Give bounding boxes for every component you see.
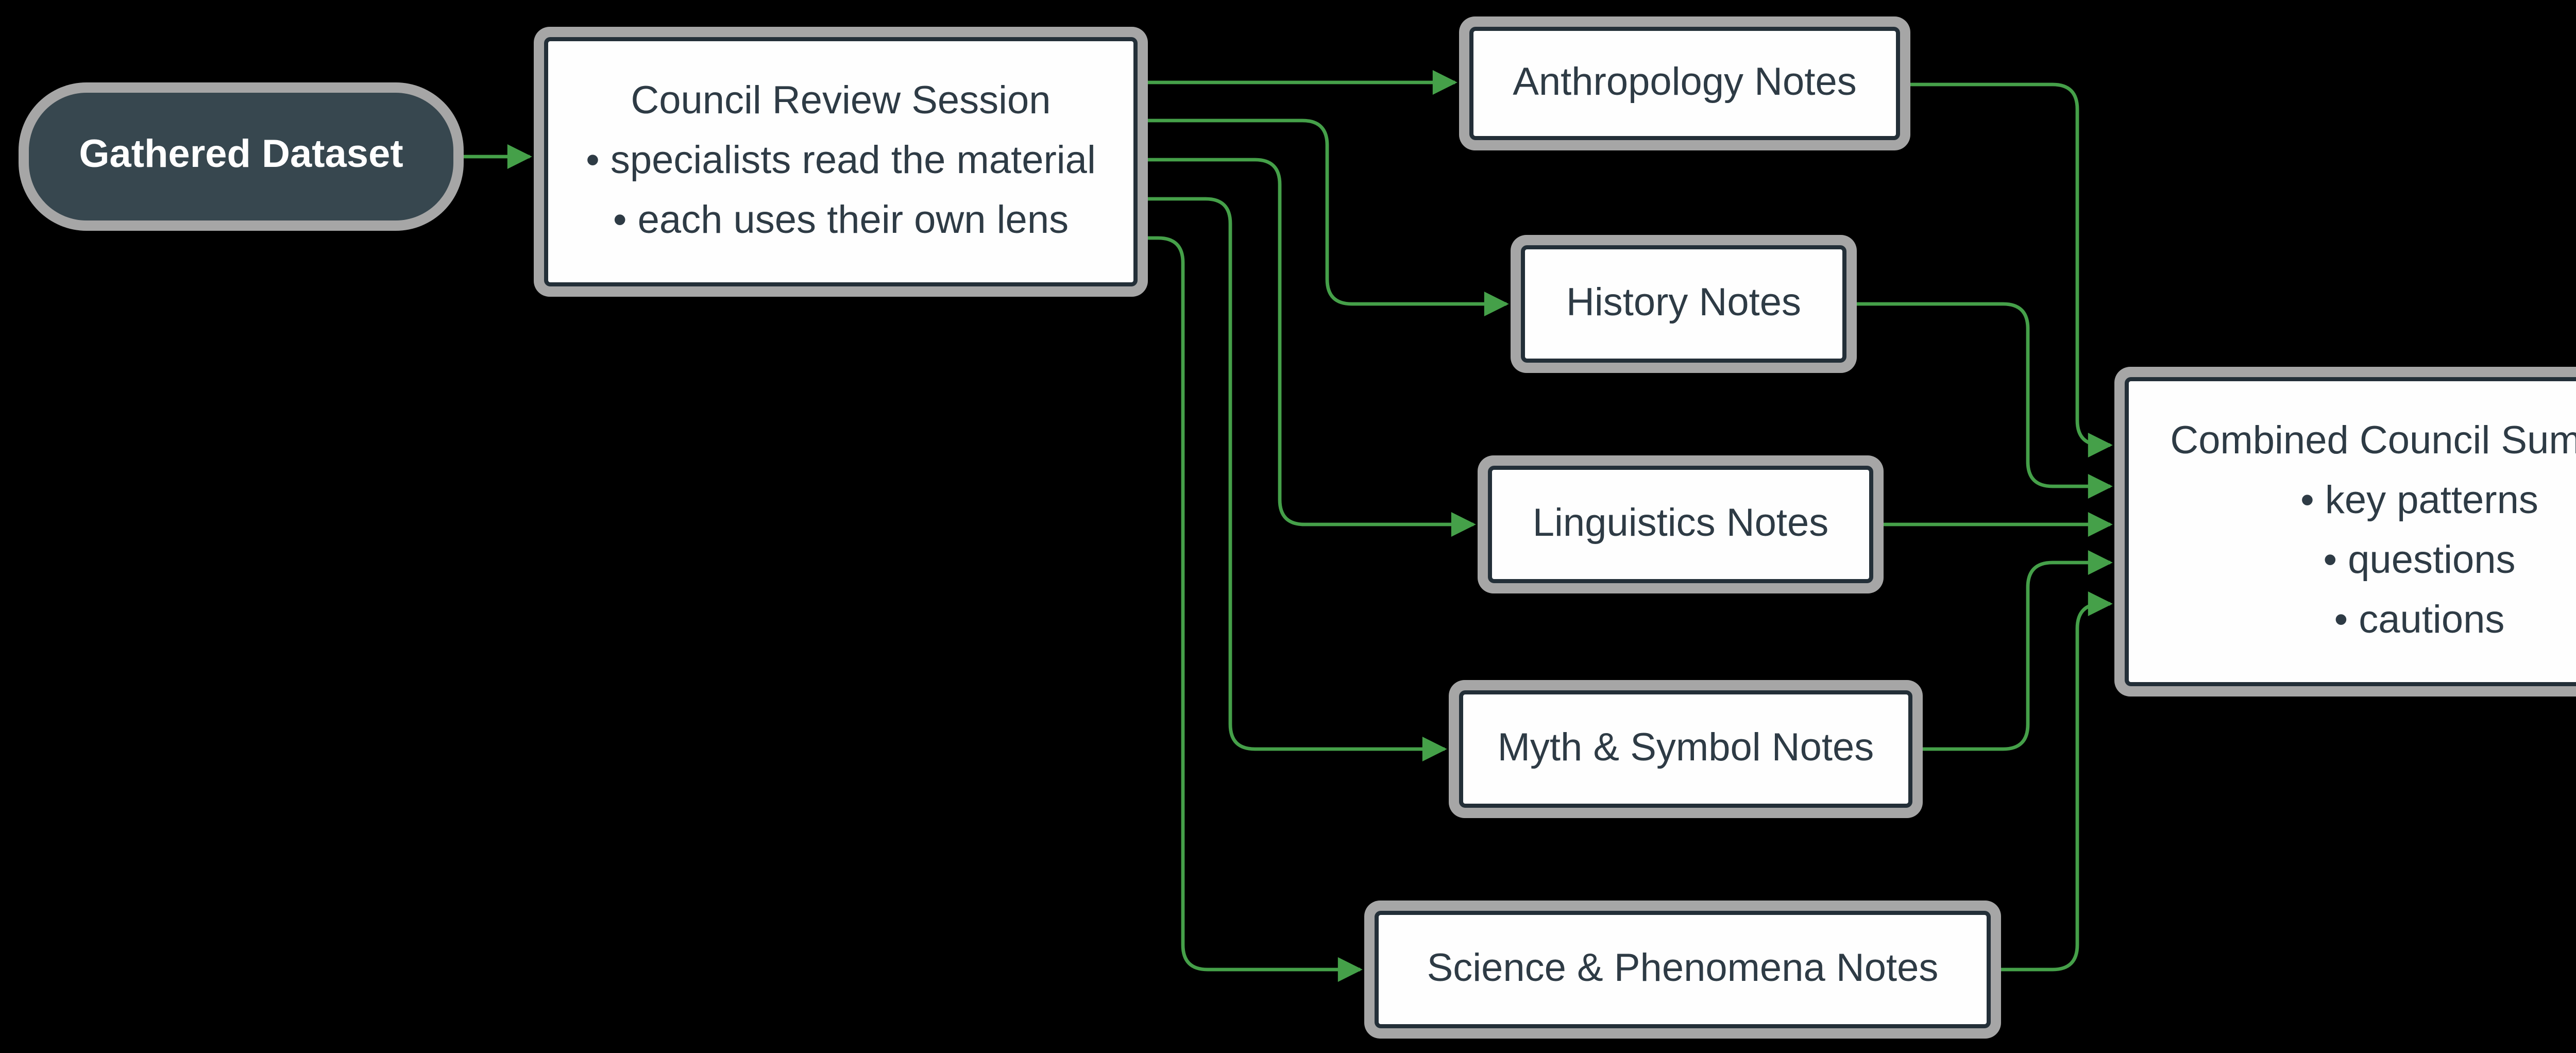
node-linguistics-notes-label: Linguistics Notes	[1532, 503, 1829, 546]
node-council-review-session-title: Council Review Session	[631, 80, 1051, 124]
node-combined-council-summary-bullet-3: • cautions	[2334, 600, 2505, 643]
node-science-phenomena-notes: Science & Phenomena Notes	[1375, 911, 1991, 1028]
node-science-phenomena-notes-label: Science & Phenomena Notes	[1427, 948, 1939, 991]
edge-history-to-summary	[1846, 302, 2113, 499]
node-council-review-session-bullet-1: • specialists read the material	[586, 140, 1096, 183]
node-history-notes-label: History Notes	[1566, 282, 1802, 326]
edge-review-to-science	[1138, 236, 1363, 982]
node-combined-council-summary-bullet-1: • key patterns	[2300, 480, 2538, 523]
node-gathered-dataset: Gathered Dataset	[29, 93, 453, 220]
node-anthropology-notes: Anthropology Notes	[1469, 27, 1900, 140]
edge-science-to-summary	[1991, 591, 2113, 972]
node-combined-council-summary-bullet-2: • questions	[2323, 540, 2516, 583]
edge-review-to-linguistics	[1138, 158, 1476, 537]
node-council-review-session-bullet-2: • each uses their own lens	[613, 200, 1069, 243]
edge-review-to-myth	[1138, 197, 1447, 761]
node-myth-symbol-notes: Myth & Symbol Notes	[1459, 690, 1912, 808]
node-gathered-dataset-label: Gathered Dataset	[79, 134, 403, 177]
edge-anthropology-to-summary	[1900, 82, 2113, 457]
node-combined-council-summary-title: Combined Council Summary	[2170, 420, 2576, 464]
node-anthropology-notes-label: Anthropology Notes	[1513, 62, 1857, 105]
node-history-notes: History Notes	[1521, 245, 1846, 363]
node-combined-council-summary: Combined Council Summary • key patterns …	[2125, 377, 2576, 686]
node-myth-symbol-notes-label: Myth & Symbol Notes	[1497, 727, 1874, 771]
edge-myth-to-summary	[1912, 550, 2113, 751]
node-council-review-session: Council Review Session • specialists rea…	[544, 37, 1138, 286]
node-linguistics-notes: Linguistics Notes	[1488, 466, 1873, 583]
edge-review-to-history	[1138, 118, 1509, 316]
